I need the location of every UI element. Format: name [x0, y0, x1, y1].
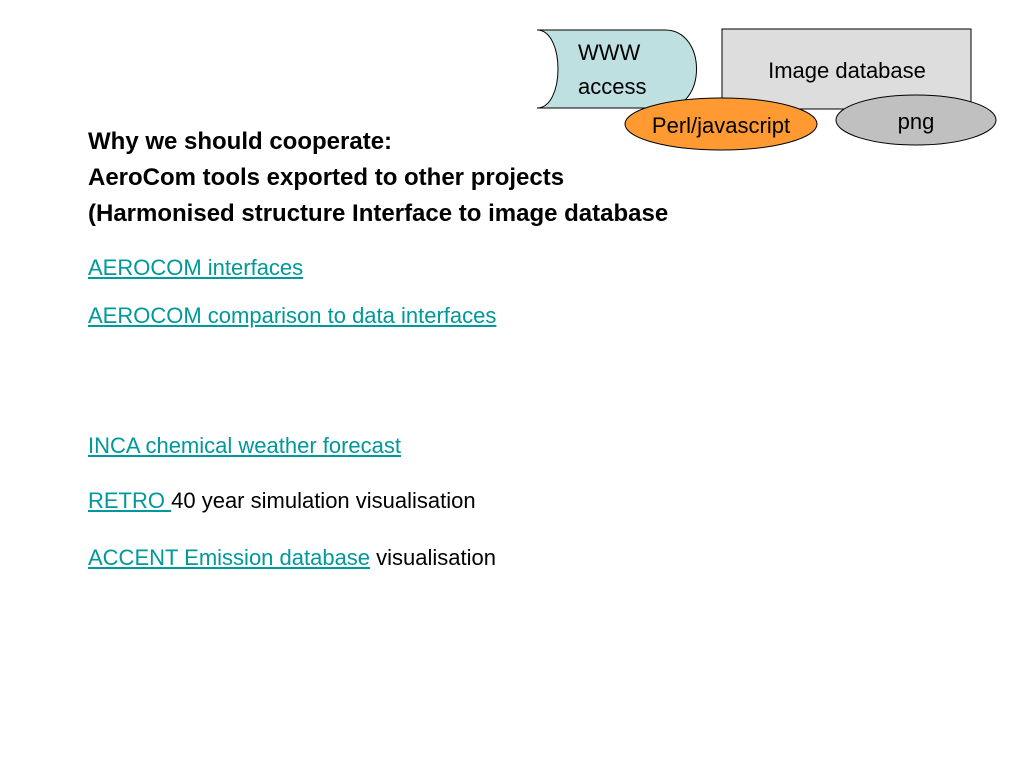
- architecture-diagram: Image database WWW access png Perl/javas…: [536, 28, 997, 151]
- www-access-label-line2: access: [578, 74, 646, 99]
- retro-row: RETRO 40 year simulation visualisation: [88, 487, 476, 515]
- retro-description: 40 year simulation visualisation: [171, 488, 476, 513]
- png-label: png: [898, 109, 935, 134]
- perl-javascript-ellipse: [624, 97, 818, 151]
- aerocom-interfaces-link[interactable]: AEROCOM interfaces: [88, 255, 304, 280]
- accent-row: ACCENT Emission database visualisation: [88, 544, 496, 572]
- heading-line-3: (Harmonised structure Interface to image…: [88, 200, 669, 227]
- www-access-label-line1: WWW: [578, 40, 641, 65]
- image-database-label: Image database: [768, 58, 926, 83]
- aerocom-interfaces-row: AEROCOM interfaces: [88, 254, 303, 282]
- png-ellipse: [835, 94, 997, 146]
- accent-emission-database-link[interactable]: ACCENT Emission database: [88, 545, 371, 570]
- heading-line-1: Why we should cooperate:: [88, 128, 393, 155]
- heading-line-2: AeroCom tools exported to other projects: [88, 164, 565, 191]
- aerocom-comparison-row: AEROCOM comparison to data interfaces: [88, 302, 496, 330]
- inca-forecast-link[interactable]: INCA chemical weather forecast: [88, 433, 402, 458]
- www-access-shape-group: WWW access: [536, 29, 697, 109]
- perl-javascript-label: Perl/javascript: [652, 113, 790, 138]
- accent-description: visualisation: [370, 545, 496, 570]
- slide-heading: Why we should cooperate: AeroCom tools e…: [88, 124, 668, 232]
- perl-javascript-node: Perl/javascript: [624, 97, 818, 151]
- retro-link[interactable]: RETRO: [88, 488, 172, 513]
- inca-row: INCA chemical weather forecast: [88, 432, 401, 460]
- aerocom-comparison-link[interactable]: AEROCOM comparison to data interfaces: [88, 303, 497, 328]
- png-node: png: [835, 94, 997, 146]
- image-database-box: Image database: [721, 28, 972, 110]
